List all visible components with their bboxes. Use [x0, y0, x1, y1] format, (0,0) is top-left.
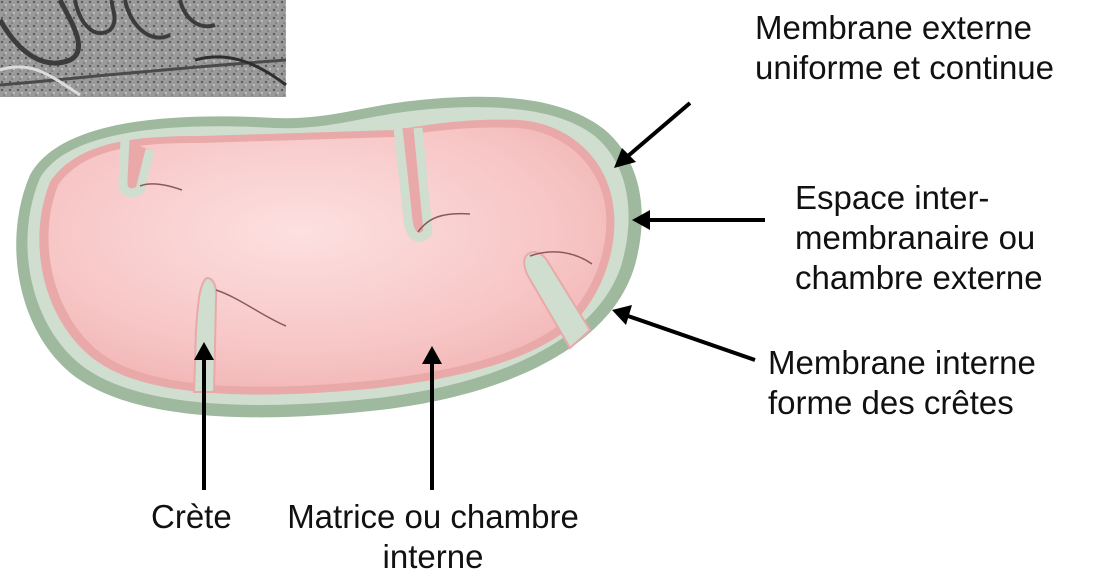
arrow-intermembrane-space — [632, 210, 765, 230]
label-outer-membrane: Membrane externe uniforme et continue — [755, 8, 1054, 88]
label-outer-membrane-line2: uniforme et continue — [755, 48, 1054, 88]
label-inner-membrane-line1: Membrane interne — [768, 343, 1036, 383]
label-crista-text: Crète — [151, 497, 232, 537]
label-matrix-line2: interne — [258, 537, 608, 577]
arrow-outer-membrane — [614, 103, 690, 168]
label-matrix: Matrice ou chambre interne — [258, 497, 608, 577]
label-intermembrane-space: Espace inter- membranaire ou chambre ext… — [795, 178, 1043, 298]
label-crista: Crète — [151, 497, 232, 537]
label-inner-membrane: Membrane interne forme des crêtes — [768, 343, 1036, 423]
electron-micrograph-photo — [0, 0, 286, 97]
label-outer-membrane-line1: Membrane externe — [755, 8, 1054, 48]
arrow-inner-membrane — [612, 305, 755, 360]
label-intermembrane-line2: membranaire ou — [795, 218, 1043, 258]
label-intermembrane-line1: Espace inter- — [795, 178, 1043, 218]
mitochondrion — [16, 97, 642, 418]
label-inner-membrane-line2: forme des crêtes — [768, 383, 1036, 423]
label-matrix-line1: Matrice ou chambre — [258, 497, 608, 537]
label-intermembrane-line3: chambre externe — [795, 258, 1043, 298]
